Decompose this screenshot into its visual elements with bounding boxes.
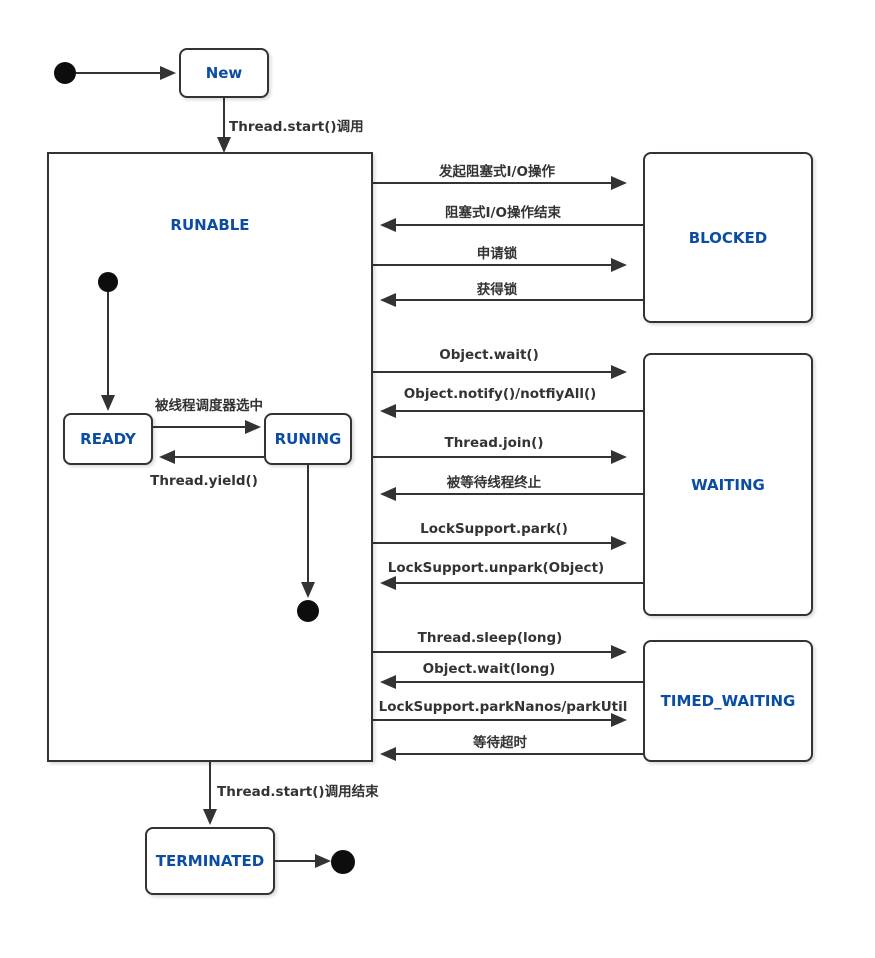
state-ready: READY — [63, 413, 153, 465]
transition-initial-to-new-line — [76, 72, 160, 74]
runnable-exit-dot — [297, 600, 319, 622]
transition-terminated-to-final-arrowhead — [315, 854, 331, 868]
transition-object-wait-long-label: Object.wait(long) — [422, 661, 556, 677]
transition-io-block-line — [373, 182, 611, 184]
transition-object-notify-arrowhead — [380, 404, 396, 418]
transition-thread-yield-arrowhead — [159, 450, 175, 464]
state-new-label: New — [205, 64, 243, 82]
transition-object-notify-line — [396, 410, 643, 412]
transition-object-wait-long-line — [396, 681, 643, 683]
runnable-entry-dot — [98, 272, 118, 292]
transition-new-to-runnable-label: Thread.start()调用 — [229, 119, 364, 135]
transition-new-to-runnable-line — [223, 98, 225, 138]
transition-parknanos-line — [373, 719, 611, 721]
state-terminated-label: TERMINATED — [155, 852, 265, 870]
state-terminated: TERMINATED — [145, 827, 275, 895]
transition-awaited-terminated-line — [396, 493, 643, 495]
final-state-dot — [331, 850, 355, 874]
transition-thread-yield-line — [175, 456, 264, 458]
state-runnable-label: RUNABLE — [170, 216, 250, 234]
transition-lock-request-line — [373, 264, 611, 266]
transition-locksupport-park-line — [373, 542, 611, 544]
transition-locksupport-unpark-line — [396, 582, 643, 584]
initial-state-dot — [54, 62, 76, 84]
state-blocked-label: BLOCKED — [688, 228, 768, 247]
transition-thread-join-arrowhead — [611, 450, 627, 464]
transition-lock-request-arrowhead — [611, 258, 627, 272]
transition-thread-sleep-arrowhead — [611, 645, 627, 659]
transition-wait-timeout-arrowhead — [380, 747, 396, 761]
transition-wait-timeout-line — [396, 753, 643, 755]
transition-locksupport-unpark-label: LockSupport.unpark(Object) — [387, 560, 605, 576]
state-running-label: RUNING — [274, 430, 342, 448]
transition-io-block-arrowhead — [611, 176, 627, 190]
transition-io-unblock-arrowhead — [380, 218, 396, 232]
transition-awaited-terminated-label: 被等待线程终止 — [446, 475, 542, 491]
state-new: New — [179, 48, 269, 98]
transition-lock-acquired-line — [396, 299, 643, 301]
state-running: RUNING — [264, 413, 352, 465]
transition-awaited-terminated-arrowhead — [380, 487, 396, 501]
transition-running-to-end-arrowhead — [301, 582, 315, 598]
transition-locksupport-unpark-arrowhead — [380, 576, 396, 590]
transition-wait-timeout-label: 等待超时 — [473, 735, 527, 751]
transition-io-unblock-line — [396, 224, 643, 226]
transition-object-wait-line — [373, 371, 611, 373]
transition-object-wait-arrowhead — [611, 365, 627, 379]
transition-initial-to-new-arrowhead — [160, 66, 176, 80]
transition-scheduler-selected-label: 被线程调度器选中 — [155, 398, 263, 414]
transition-parknanos-arrowhead — [611, 713, 627, 727]
transition-thread-join-label: Thread.join() — [444, 435, 544, 451]
transition-terminated-to-final-line — [275, 860, 315, 862]
transition-io-unblock-label: 阻塞式I/O操作结束 — [445, 205, 561, 221]
transition-scheduler-selected-arrowhead — [245, 420, 261, 434]
state-waiting: WAITING — [643, 353, 813, 616]
state-waiting-label: WAITING — [691, 475, 765, 494]
transition-runnable-to-terminated-label: Thread.start()调用结束 — [217, 784, 379, 800]
transition-lock-acquired-label: 获得锁 — [476, 282, 518, 298]
transition-runnable-to-terminated-arrowhead — [203, 809, 217, 825]
transition-thread-sleep-line — [373, 651, 611, 653]
transition-thread-yield-label: Thread.yield() — [150, 473, 258, 489]
transition-entry-to-ready-line — [107, 292, 109, 396]
transition-object-notify-label: Object.notify()/notfiyAll() — [403, 386, 597, 402]
transition-locksupport-park-label: LockSupport.park() — [420, 521, 568, 537]
transition-lock-request-label: 申请锁 — [476, 246, 518, 262]
transition-new-to-runnable-arrowhead — [217, 137, 231, 153]
transition-parknanos-label: LockSupport.parkNanos/parkUtil — [378, 699, 628, 715]
transition-object-wait-label: Object.wait() — [439, 347, 539, 363]
transition-lock-acquired-arrowhead — [380, 293, 396, 307]
transition-entry-to-ready-arrowhead — [101, 395, 115, 411]
transition-thread-join-line — [373, 456, 611, 458]
transition-runnable-to-terminated-line — [209, 762, 211, 810]
transition-io-block-label: 发起阻塞式I/O操作 — [439, 164, 555, 180]
state-blocked: BLOCKED — [643, 152, 813, 323]
state-timed-waiting-label: TIMED_WAITING — [660, 692, 796, 710]
transition-locksupport-park-arrowhead — [611, 536, 627, 550]
transition-scheduler-selected-line — [153, 426, 245, 428]
transition-object-wait-long-arrowhead — [380, 675, 396, 689]
state-ready-label: READY — [80, 430, 136, 448]
transition-running-to-end-line — [307, 465, 309, 583]
state-timed-waiting: TIMED_WAITING — [643, 640, 813, 762]
transition-thread-sleep-label: Thread.sleep(long) — [417, 630, 563, 646]
